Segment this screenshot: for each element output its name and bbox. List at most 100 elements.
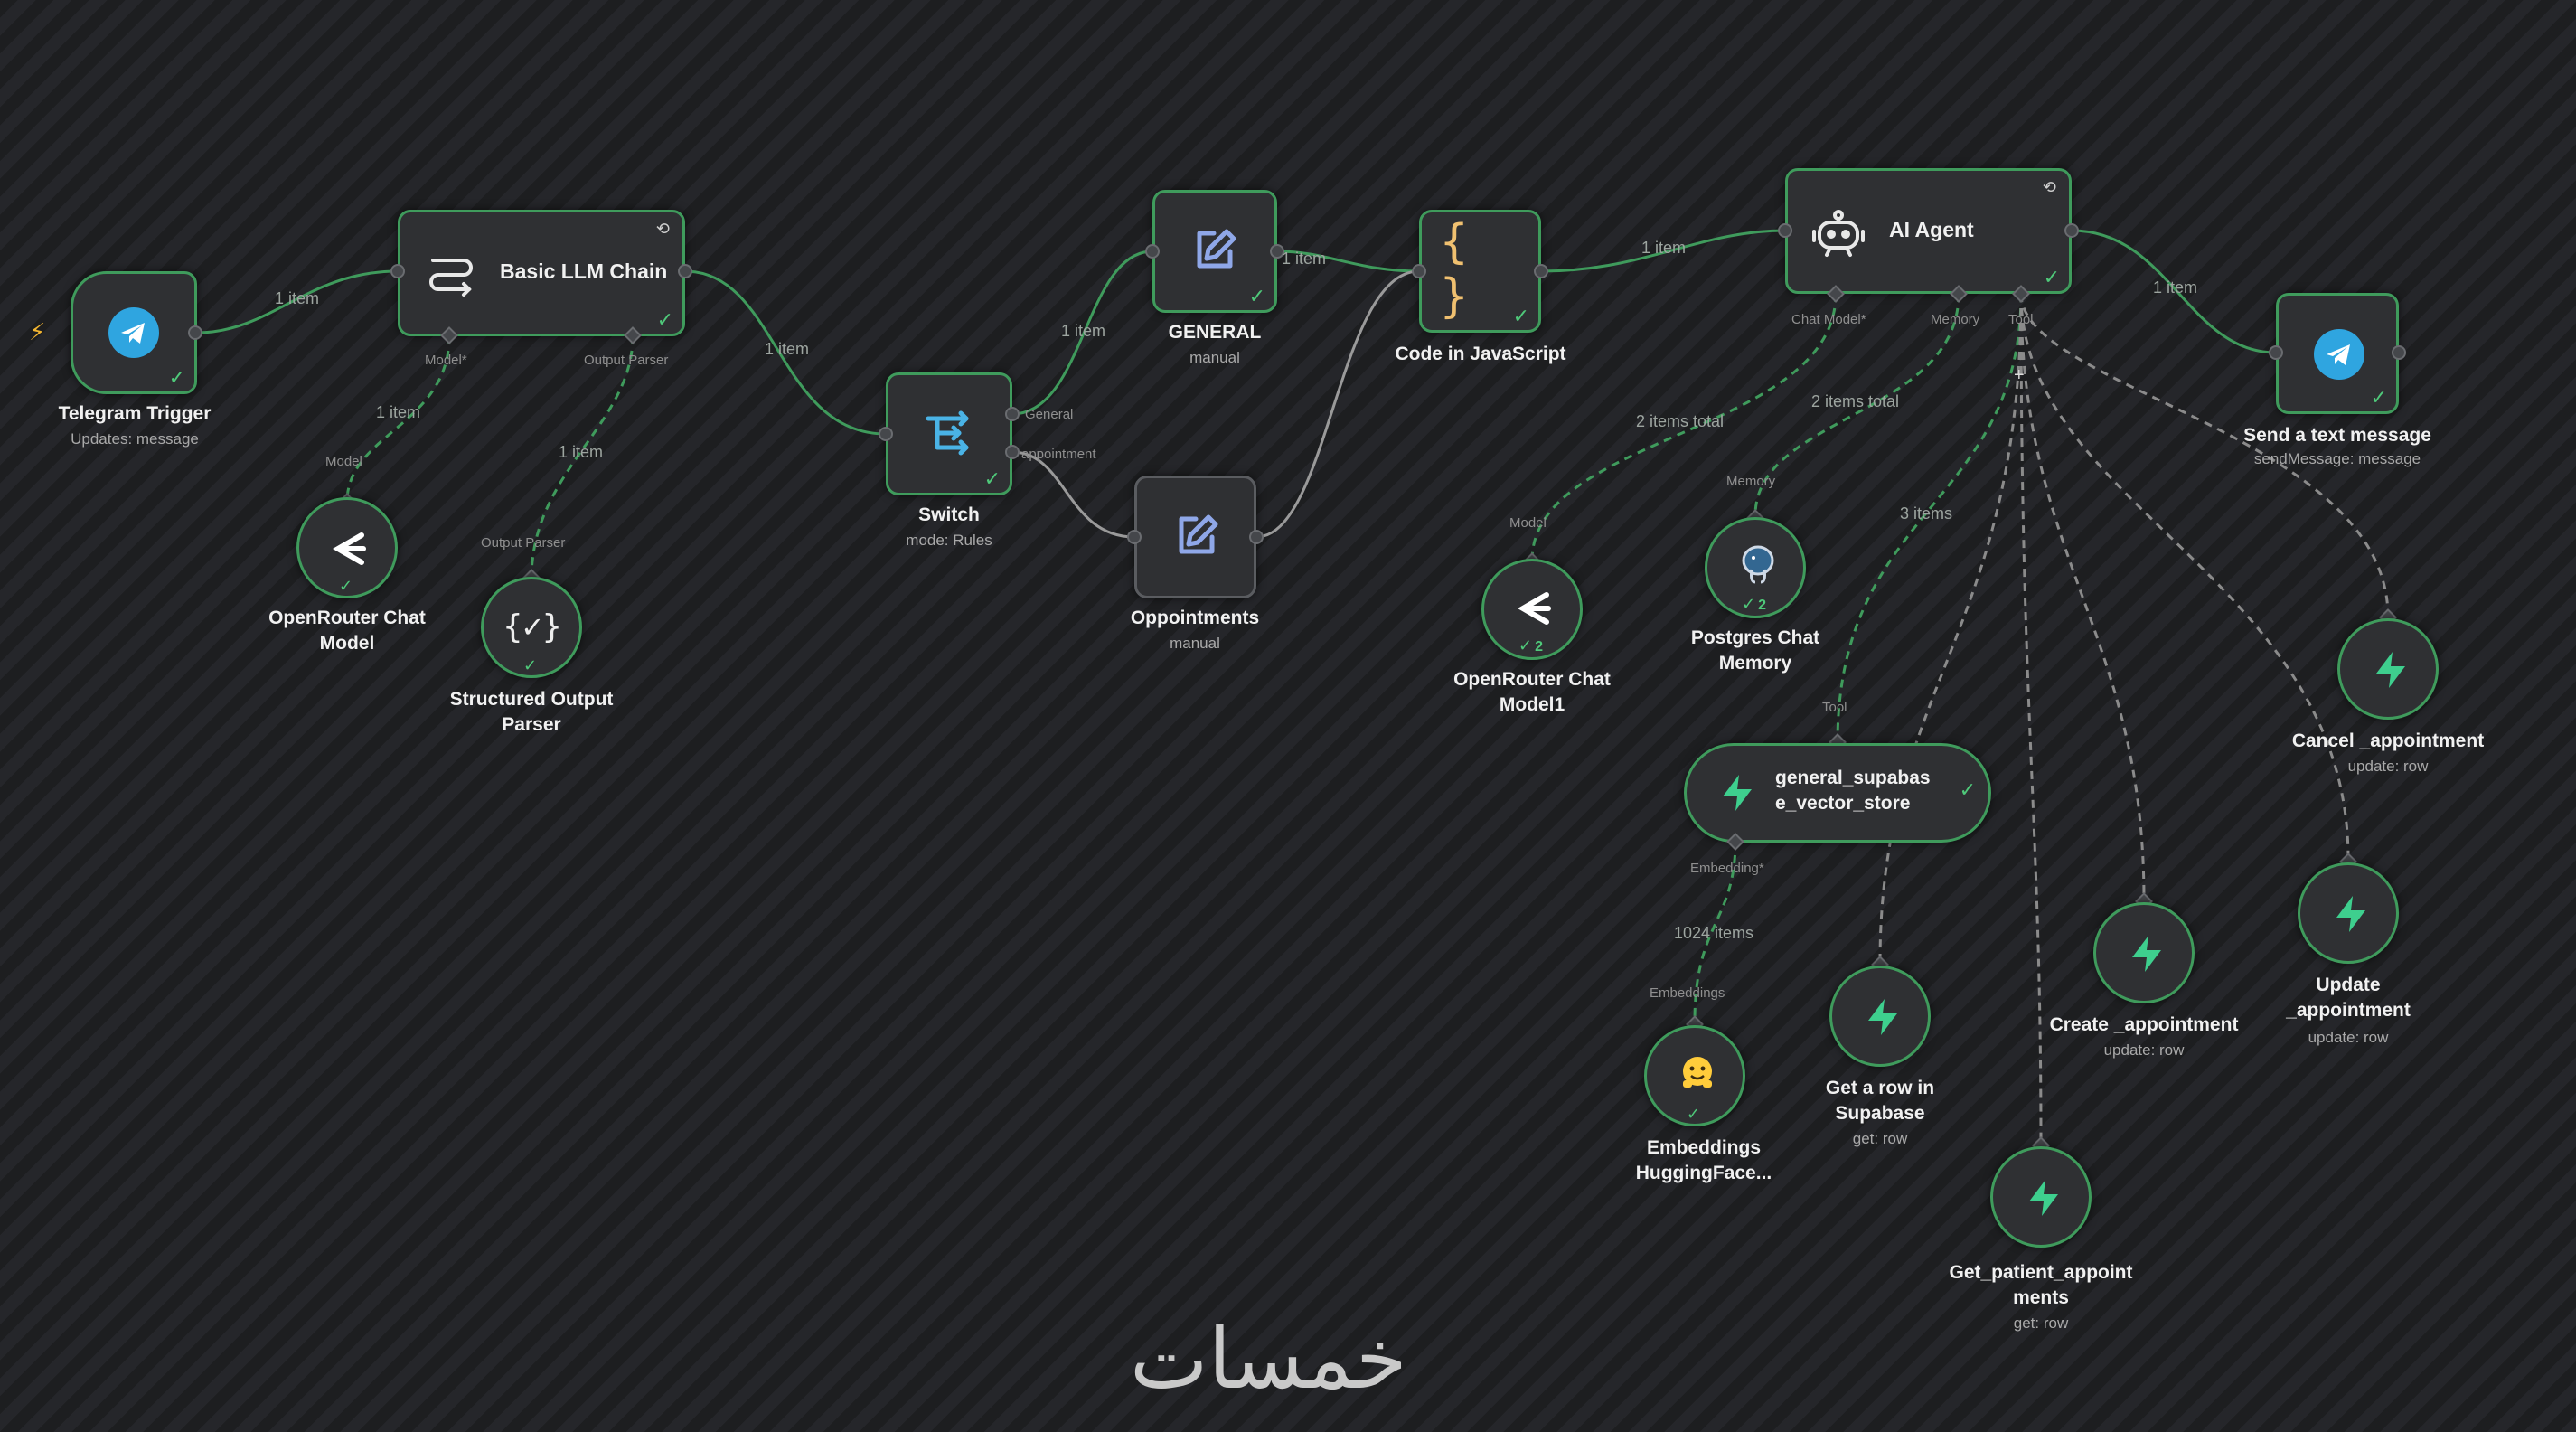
run-count-badge: 2 [1535, 639, 1543, 655]
vector-store-node[interactable]: general_supabas e_vector_store ✓ [1684, 743, 1991, 843]
get-patient-appointments-node[interactable] [1990, 1146, 2092, 1248]
get-patient-appointments-subtitle: get: row [2013, 1314, 2069, 1332]
edge-agent-create [2019, 293, 2146, 900]
vector-store-title: general_supabas e_vector_store [1775, 768, 1931, 814]
edge-label: 2 items total [1811, 392, 1900, 410]
openrouter-icon [323, 523, 373, 574]
edge-label: 2 items total [1636, 412, 1725, 430]
send-text-message-title: Send a text message [2243, 425, 2431, 446]
telegram-icon [106, 305, 162, 361]
general-subtitle: manual [1189, 349, 1240, 366]
supabase-icon [2020, 1174, 2067, 1221]
get-row-supabase-title: Get a row in Supabase [1825, 1078, 1935, 1124]
edge-switch-to-general [1011, 250, 1153, 416]
get-row-supabase-subtitle: get: row [1852, 1130, 1908, 1147]
postgres-chat-memory-node[interactable]: ✓2 [1705, 517, 1806, 618]
openrouter-chat-model-title: OpenRouter Chat Model [268, 608, 426, 654]
edge-label: 1 item [275, 289, 320, 307]
supabase-icon [2123, 930, 2170, 977]
edge-label: 1 item [1061, 322, 1106, 340]
edge-code-to-agent [1540, 229, 1786, 273]
switch-subtitle: mode: Rules [906, 532, 992, 549]
edge-chain-to-switch [684, 269, 887, 436]
edge-general-to-code [1276, 250, 1420, 273]
edge-label: 1024 items [1674, 924, 1754, 942]
telegram-trigger-subtitle: Updates: message [71, 430, 199, 448]
edit-icon [1170, 509, 1224, 563]
edge-label: 1 item [2153, 278, 2198, 297]
create-appointment-title: Create _appointment [2049, 1014, 2239, 1035]
edge-chain-model [345, 335, 451, 503]
code-javascript-node[interactable]: { } ✓ [1419, 210, 1541, 333]
edge-label: 1 item [765, 340, 810, 358]
supabase-icon [1714, 769, 1761, 816]
edge-label: 1 item [1641, 239, 1687, 257]
port-label-chat-model: Chat Model* [1791, 312, 1866, 327]
edge-agent-chatmodel [1530, 293, 1838, 561]
get-patient-appointments-title: Get_patient_appoint ments [1949, 1262, 2133, 1308]
edge-agent-to-send [2071, 229, 2277, 354]
ai-agent-title: AI Agent [1889, 218, 1974, 241]
edit-icon [1188, 223, 1242, 278]
huggingface-icon [1672, 1048, 1723, 1098]
edge-switch-to-oppointments [1011, 450, 1135, 539]
edge-agent-update [2019, 293, 2350, 860]
telegram-trigger-title: Telegram Trigger [58, 403, 212, 424]
edge-agent-getrow [1878, 293, 2023, 964]
general-node[interactable]: ✓ [1152, 190, 1277, 313]
edge-chain-parser [530, 335, 635, 579]
refresh-icon: ⟲ [655, 220, 670, 238]
embeddings-huggingface-node[interactable]: ✓ [1644, 1025, 1745, 1126]
edge-agent-memory [1753, 293, 1960, 516]
oppointments-subtitle: manual [1170, 635, 1220, 652]
openrouter-chat-model1-title: OpenRouter Chat Model1 [1453, 669, 1611, 715]
postgres-icon [1733, 540, 1783, 590]
port-label-appointment: appointment [1021, 447, 1096, 462]
edge-agent-cancel [2019, 293, 2390, 617]
create-appointment-subtitle: update: row [2103, 1041, 2185, 1059]
get-row-supabase-node[interactable] [1829, 966, 1931, 1067]
edge-label: 1 item [1282, 250, 1327, 268]
update-appointment-subtitle: update: row [2308, 1029, 2389, 1046]
edge-vectorstore-embeddings [1693, 840, 1737, 1022]
port-label-model-2: Model [1509, 515, 1547, 531]
postgres-chat-memory-title: Postgres Chat Memory [1690, 627, 1820, 674]
port-label-embeddings: Embeddings [1650, 985, 1725, 1001]
code-icon: { } [1440, 215, 1469, 324]
structured-output-parser-node[interactable]: {✓} ✓ [481, 577, 582, 678]
port-label-model: Model [325, 454, 362, 469]
add-tool-plus-icon[interactable]: + [2014, 365, 2025, 385]
oppointments-node[interactable] [1134, 476, 1256, 598]
port-label-general: General [1025, 407, 1074, 422]
watermark-logo: خمسات [1130, 1311, 1407, 1408]
cancel-appointment-node[interactable] [2337, 618, 2439, 720]
send-text-message-subtitle: sendMessage: message [2253, 450, 2421, 467]
oppointments-title: Oppointments [1130, 608, 1260, 628]
port-label-memory-2: Memory [1726, 474, 1776, 489]
edge-telegram-to-chain [196, 269, 399, 334]
trigger-bolt-icon: ⚡ [29, 318, 46, 345]
general-title: GENERAL [1168, 322, 1262, 343]
openrouter-chat-model-node[interactable]: ✓ [296, 497, 398, 598]
basic-llm-chain-title: Basic LLM Chain [500, 259, 668, 283]
create-appointment-node[interactable] [2093, 902, 2195, 1003]
basic-llm-chain-node[interactable]: Basic LLM Chain ⟲ ✓ [398, 210, 685, 336]
edge-oppointments-to-code [1255, 269, 1420, 539]
update-appointment-node[interactable] [2298, 862, 2399, 964]
ai-agent-node[interactable]: AI Agent ⟲ ✓ [1785, 168, 2072, 294]
switch-node[interactable]: ✓ [886, 372, 1012, 495]
port-label-memory: Memory [1931, 312, 1980, 327]
port-label-tool: Tool [2008, 312, 2034, 327]
embeddings-huggingface-title: Embeddings HuggingFace... [1635, 1137, 1772, 1183]
openrouter-chat-model1-node[interactable]: ✓2 [1481, 559, 1583, 660]
switch-title: Switch [918, 504, 980, 525]
telegram-trigger-node[interactable]: ✓ [71, 271, 197, 394]
port-label-embedding-req: Embedding* [1690, 861, 1764, 876]
send-text-message-node[interactable]: ✓ [2276, 293, 2399, 414]
port-label-model-req: Model* [425, 353, 467, 368]
edge-label: 1 item [559, 443, 604, 461]
supabase-icon [2367, 646, 2414, 693]
refresh-icon: ⟲ [2042, 178, 2056, 196]
cancel-appointment-subtitle: update: row [2347, 758, 2429, 775]
